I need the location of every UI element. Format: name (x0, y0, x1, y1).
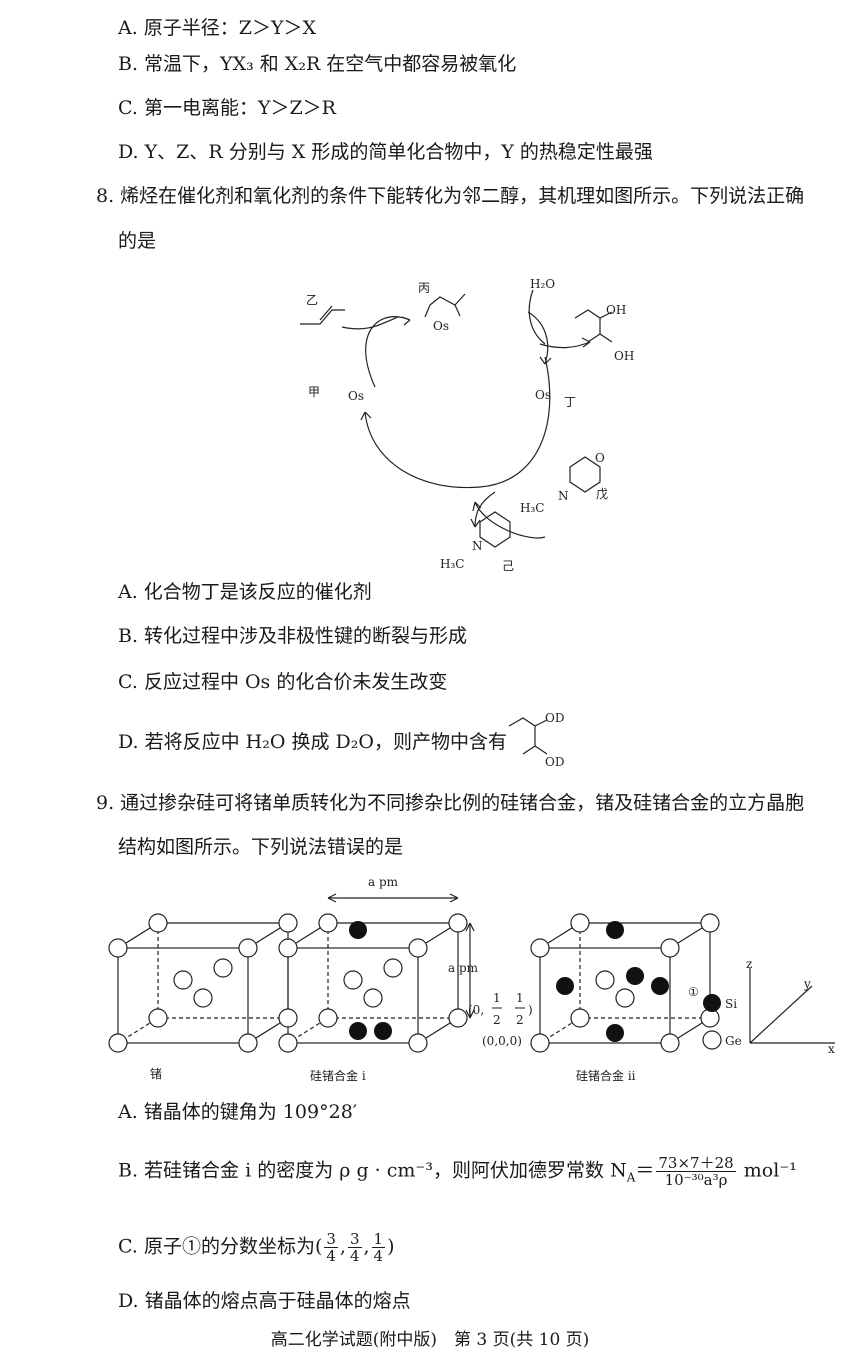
q9-stem-line2: 结构如图所示。下列说法错误的是 (118, 836, 404, 858)
caption-sige-ii: 硅锗合金 ii (576, 1068, 636, 1083)
q9-option-b-unit: mol⁻¹ (743, 1159, 797, 1182)
q8-option-b: B. 转化过程中涉及非极性键的断裂与形成 (118, 625, 468, 647)
cycle-arc (365, 316, 411, 388)
frac2-num: 3 (347, 1230, 362, 1248)
q9-option-c-prefix: C. 原子①的分数坐标为( (118, 1235, 323, 1258)
frac3-num: 1 (371, 1230, 386, 1248)
q8-option-d-diol-structure: OD OD (508, 711, 564, 769)
q9-option-b: B. 若硅锗合金 i 的密度为 ρ g · cm⁻³，则阿伏加德罗常数 NA＝7… (118, 1155, 797, 1189)
q9-option-d: D. 锗晶体的熔点高于硅晶体的熔点 (118, 1290, 411, 1312)
label-od-bottom: OD (545, 755, 564, 769)
label-oh-bottom: OH (614, 349, 634, 363)
q9-option-a: A. 锗晶体的键角为 109°28′ (118, 1101, 358, 1123)
axis-z-label: z (746, 957, 752, 971)
atom-1-marker: ① (688, 985, 699, 999)
legend-ge-label: Ge (725, 1034, 742, 1048)
frac1-num: 3 (324, 1230, 338, 1248)
q7-option-c: C. 第一电离能：Y＞Z＞R (118, 97, 336, 119)
frac2-den: 4 (349, 1247, 360, 1265)
q8-option-d: D. 若将反应中 H₂O 换成 D₂O，则产物中含有 (118, 731, 507, 753)
coord-half-den1: 2 (493, 1013, 501, 1027)
frac3-den: 4 (373, 1247, 384, 1265)
q9-option-b-prefix: B. 若硅锗合金 i 的密度为 ρ g · cm⁻³，则阿伏加德罗常数 N (118, 1159, 627, 1182)
q9-stem-line1: 9. 通过掺杂硅可将锗单质转化为不同掺杂比例的硅锗合金，锗及硅锗合金的立方晶胞 (96, 792, 805, 814)
q7-option-a: A. 原子半径：Z＞Y＞X (118, 17, 317, 39)
q9-option-b-numerator: 73×7＋28 (656, 1154, 736, 1172)
coord-half-suffix: ) (528, 1003, 533, 1017)
coord-half-num1: 1 (493, 991, 501, 1005)
coord-origin: (0,0,0) (482, 1034, 522, 1048)
q8-stem-line1: 8. 烯烃在催化剂和氧化剂的条件下能转化为邻二醇，其机理如图所示。下列说法正确 (96, 185, 805, 207)
q9-crystal-figure: a pm a pm 锗 硅锗合金 i 硅锗合金 ii (0, 1 2 1 2 )… (108, 875, 835, 1083)
label-h2o: H₂O (530, 277, 555, 291)
label-ding: 丁 (564, 395, 576, 409)
label-n-ji: N (472, 539, 483, 553)
label-oh-top: OH (606, 303, 626, 317)
frac1-den: 4 (326, 1247, 336, 1265)
label-os-bing: Os (433, 319, 449, 333)
q9-option-b-denominator: 10⁻³⁰a³ρ (664, 1171, 728, 1189)
q8-mechanism-figure: 乙 丙 甲 丁 戊 己 H₂O OH OH Os Os Os N O H₃C N… (300, 277, 634, 573)
axis-x-label: x (828, 1042, 835, 1056)
label-a-pm-side: a pm (448, 961, 479, 975)
caption-ge: 锗 (150, 1066, 162, 1081)
q9-option-b-sub: A (626, 1170, 636, 1185)
label-wu: 戊 (596, 487, 608, 501)
axis-y-label: y (803, 977, 811, 991)
q8-option-c: C. 反应过程中 Os 的化合价未发生改变 (118, 671, 448, 693)
coord-half-num2: 1 (516, 991, 524, 1005)
q7-option-b: B. 常温下，YX₃ 和 X₂R 在空气中都容易被氧化 (118, 53, 517, 75)
coord-half-prefix: (0, (468, 1003, 484, 1017)
page-footer: 高二化学试题(附中版) 第 3 页(共 10 页) (270, 1330, 590, 1350)
q9-option-b-eq: ＝ (635, 1159, 655, 1182)
label-os-ding: Os (535, 388, 551, 402)
legend-si-label: Si (725, 997, 737, 1011)
q9-option-c-suffix: ) (387, 1235, 395, 1258)
label-bing: 丙 (418, 281, 430, 295)
label-yi: 乙 (306, 293, 318, 307)
q8-option-a: A. 化合物丁是该反应的催化剂 (118, 581, 372, 603)
caption-sige-i: 硅锗合金 i (310, 1068, 366, 1083)
label-h3c-ji: H₃C (440, 557, 464, 571)
label-os-jia: Os (348, 389, 364, 403)
label-o-wu: O (595, 451, 605, 465)
label-jia: 甲 (308, 385, 320, 399)
label-a-pm-top: a pm (368, 875, 399, 889)
label-od-top: OD (545, 711, 564, 725)
label-n-wu: N (558, 489, 569, 503)
coord-half-den2: 2 (516, 1013, 524, 1027)
q7-option-d: D. Y、Z、R 分别与 X 形成的简单化合物中，Y 的热稳定性最强 (118, 141, 653, 163)
label-ji: 己 (502, 559, 514, 573)
q8-stem-line2: 的是 (118, 230, 157, 252)
label-h3c-wu: H₃C (520, 501, 544, 515)
